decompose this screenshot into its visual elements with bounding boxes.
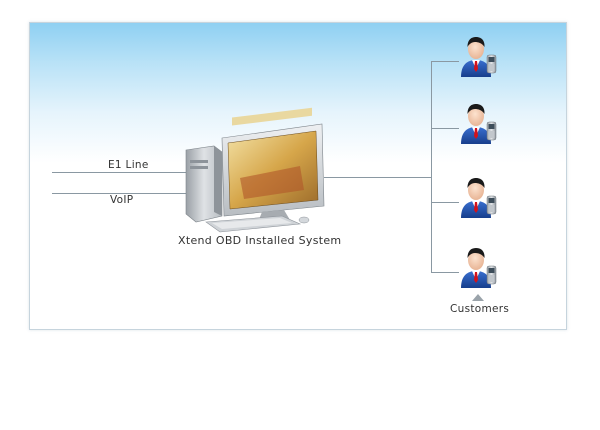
customer-icon — [458, 246, 500, 290]
customers-label: Customers — [450, 303, 510, 315]
voip-connector — [52, 193, 188, 194]
system-caption: Xtend OBD Installed System — [178, 234, 342, 247]
customer-branch — [431, 128, 459, 129]
customer-branch — [431, 61, 459, 62]
customer-branch — [431, 202, 459, 203]
customer-icon — [458, 35, 500, 79]
customer-icon — [458, 102, 500, 146]
customer-bus — [431, 61, 432, 273]
arrow-up-icon — [472, 294, 484, 301]
voip-label: VoIP — [110, 194, 134, 206]
customer-branch — [431, 272, 459, 273]
system-to-customers-connector — [324, 177, 432, 178]
e1-line-connector — [52, 172, 188, 173]
customer-icon — [458, 176, 500, 220]
e1-line-label: E1 Line — [108, 159, 149, 171]
